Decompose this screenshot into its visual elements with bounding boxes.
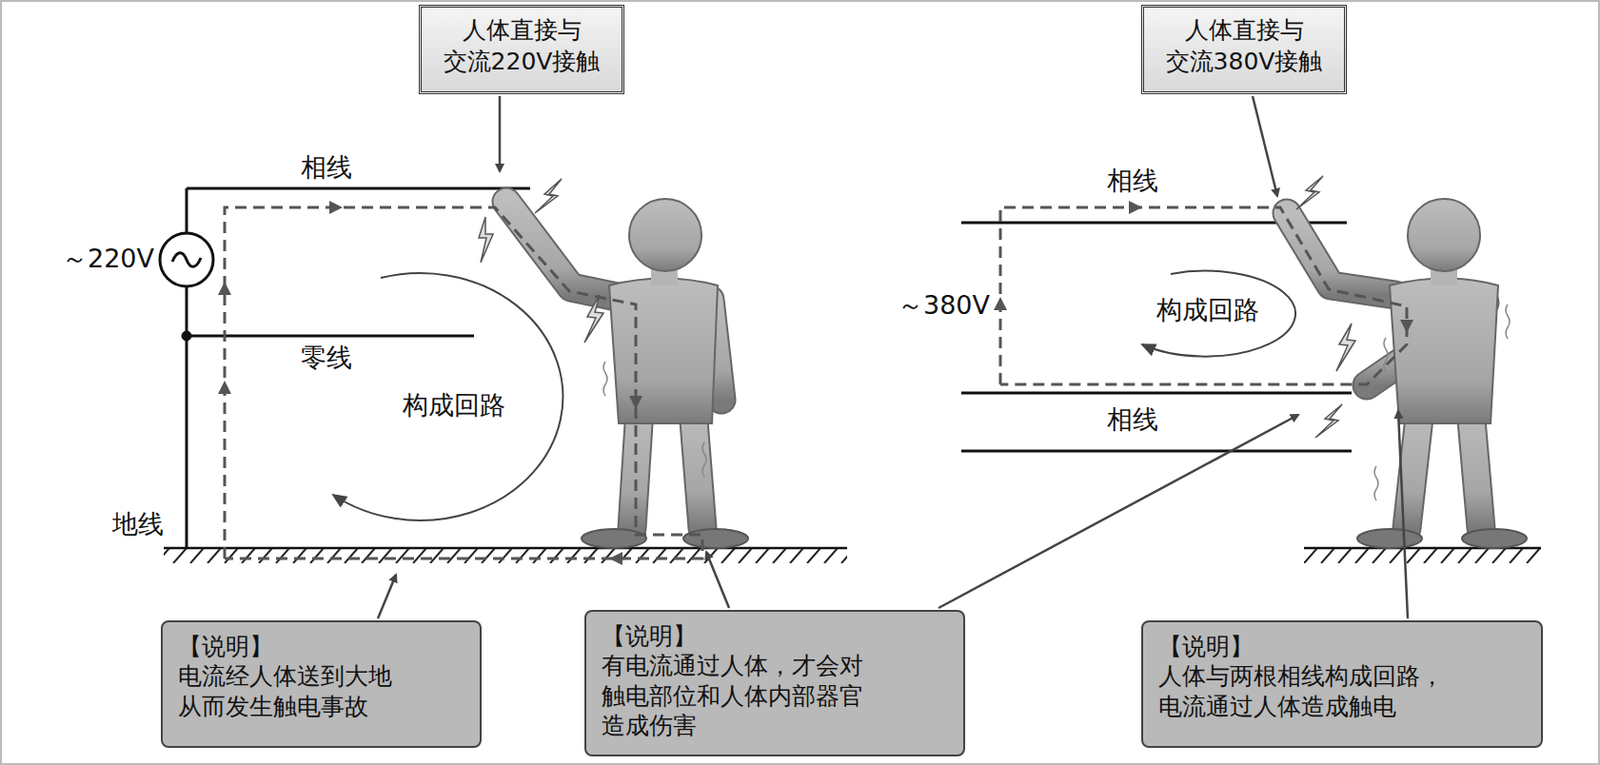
note-box: 【说明】有电流通过人体，才会对 触电部位和人体内部器官 造成伤害	[584, 610, 966, 757]
voltage-label: ～380V	[897, 290, 990, 321]
loop-label: 构成回路	[402, 390, 506, 421]
box-text: 电流经人体送到大地 从而发生触电事故	[177, 661, 465, 722]
spark-symbol	[478, 176, 1356, 438]
wire-label: 相线	[1106, 165, 1159, 197]
loop-arrow	[1142, 271, 1296, 357]
left-ground	[163, 548, 848, 564]
wire-label: 地线	[112, 509, 164, 540]
note-heading: 【说明】	[177, 632, 465, 662]
shake-mark	[603, 304, 1510, 501]
note-heading: 【说明】	[1158, 632, 1526, 662]
voltage-label: ～220V	[61, 243, 155, 275]
box-text: 有电流通过人体，才会对 触电部位和人体内部器官 造成伤害	[601, 651, 949, 741]
current-arrowhead	[217, 200, 1414, 566]
loop-arrow	[333, 273, 563, 521]
right-ground	[1303, 548, 1541, 564]
leader-arrow	[377, 96, 1408, 619]
note-heading: 【说明】	[601, 621, 949, 652]
person-figure	[506, 198, 749, 549]
note-box: 【说明】人体与两根相线构成回路， 电流通过人体造成触电	[1141, 620, 1543, 749]
callout-box: 人体直接与 交流380V接触	[1141, 4, 1347, 95]
person-figure	[1286, 198, 1527, 549]
box-text: 人体直接与 交流220V接触	[431, 15, 613, 78]
wire-label: 相线	[300, 152, 353, 183]
box-text: 人体直接与 交流380V接触	[1153, 15, 1335, 78]
note-box: 【说明】电流经人体送到大地 从而发生触电事故	[160, 620, 482, 749]
wire-label: 零线	[300, 342, 353, 374]
callout-box: 人体直接与 交流220V接触	[418, 4, 625, 95]
loop-label: 构成回路	[1156, 295, 1260, 326]
current-path	[224, 207, 1407, 559]
box-text: 人体与两根相线构成回路， 电流通过人体造成触电	[1158, 661, 1526, 722]
left-circuit	[159, 188, 531, 549]
wire-label: 相线	[1106, 404, 1159, 435]
